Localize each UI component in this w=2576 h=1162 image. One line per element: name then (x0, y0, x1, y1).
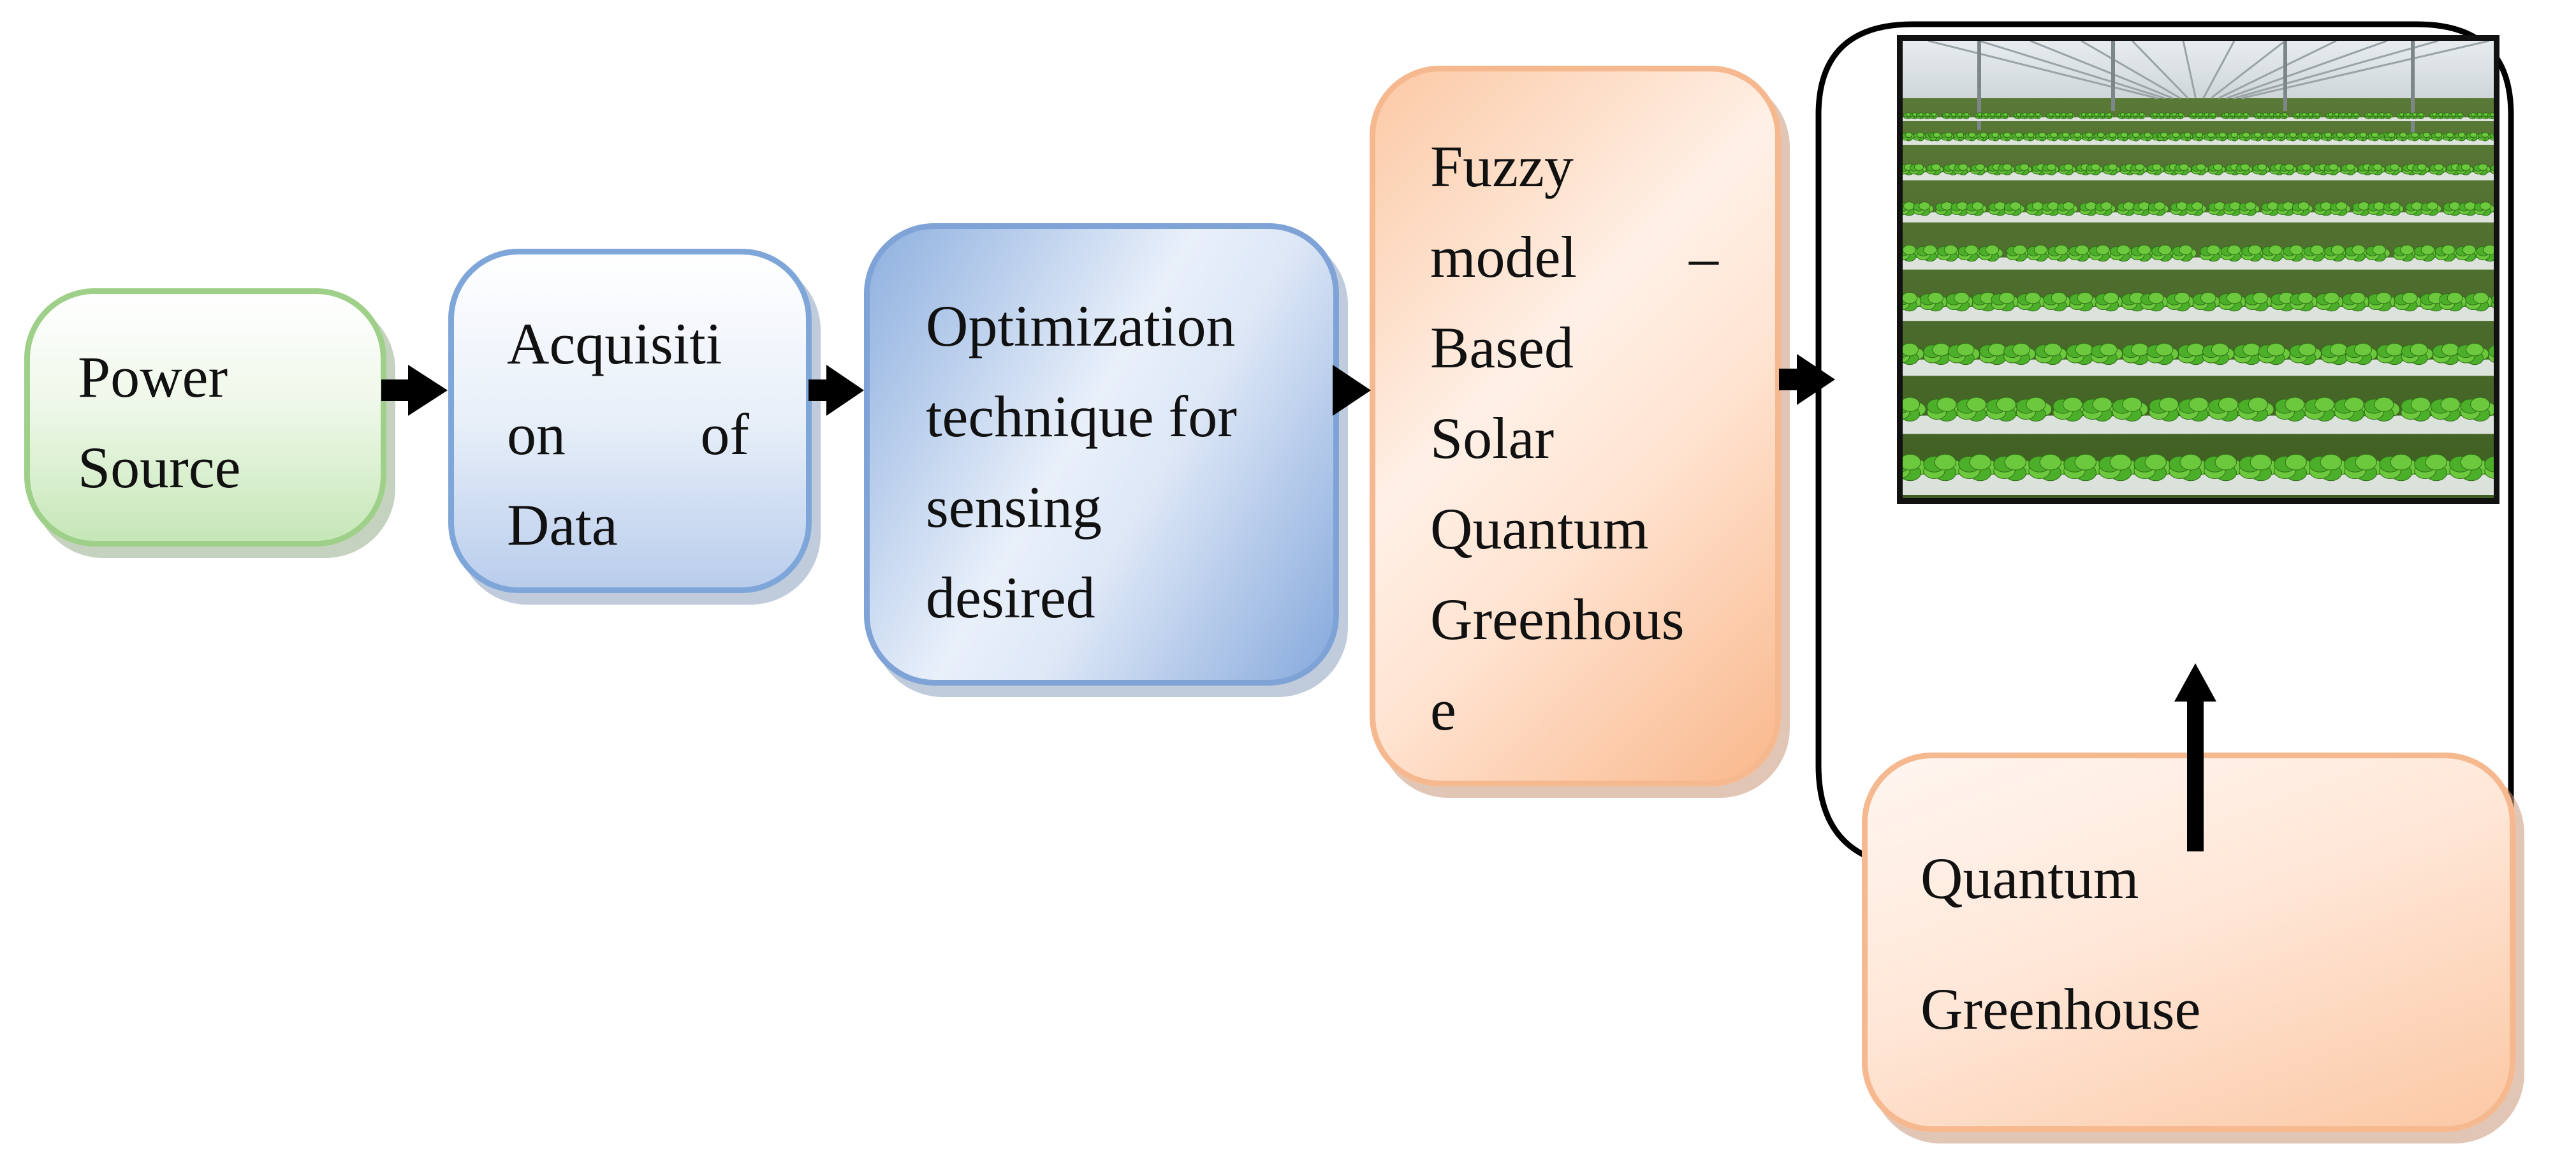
power-source-label: Power Source (78, 344, 241, 500)
arrow-acquisition-to-optimization-head (826, 365, 864, 416)
fuzzy-model-box (1370, 66, 1781, 786)
arrow-quantum-up-head (2174, 663, 2216, 702)
fuzzy-model-label: Fuzzy model – Based Solar Quantum Greenh… (1430, 134, 1718, 742)
optimization-label: Optimization technique for sensing desir… (926, 293, 1237, 630)
arrow-fuzzy-to-greenhouse-shaft (1779, 369, 1798, 390)
greenhouse-lettuce-photo (1897, 35, 2499, 504)
arrow-quantum-up-shaft (2187, 698, 2204, 851)
arrow-fuzzy-to-greenhouse-head (1797, 354, 1835, 405)
arrow-power-to-acquisition-shaft (381, 379, 410, 401)
quantum-greenhouse-label: Quantum Greenhouse (1921, 846, 2201, 1041)
arrow-acquisition-to-optimization-shaft (809, 379, 828, 401)
power-source-box (24, 288, 386, 547)
acquisition-box (448, 249, 812, 593)
optimization-box (864, 223, 1339, 686)
greenhouse-photo-illustration (1903, 41, 2494, 498)
arrow-power-to-acquisition-head (408, 365, 448, 416)
arrow-optimization-to-fuzzy-head (1333, 365, 1371, 416)
acquisition-label: Acquisiti on of Data (507, 311, 749, 557)
